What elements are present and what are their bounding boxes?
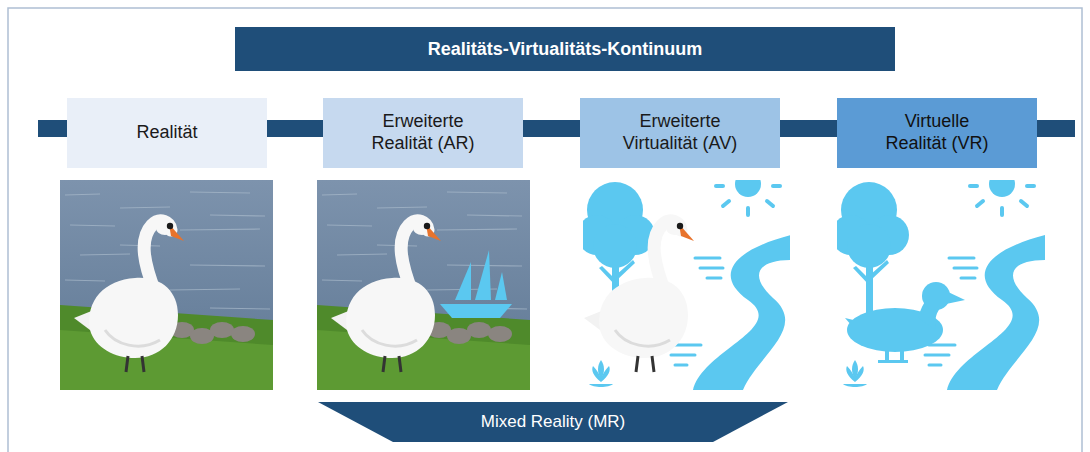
vr-scene	[837, 180, 1045, 390]
ar-photo	[317, 180, 530, 390]
stage-box: Realität	[67, 98, 267, 168]
virtual-sailboat	[440, 250, 512, 318]
stage-box: Virtuelle Realität (VR)	[837, 98, 1037, 168]
virtual-duck	[885, 348, 889, 362]
outer-frame	[8, 8, 1082, 452]
ar-photo	[317, 180, 530, 390]
av-scene	[583, 180, 790, 390]
diagram-title: Realitäts-Virtualitäts-Kontinuum	[428, 39, 703, 60]
stage-box: Erweiterte Realität (AR)	[323, 98, 523, 168]
stage-box: Erweiterte Virtualität (AV)	[580, 98, 780, 168]
av-scene	[583, 180, 790, 390]
title-bar: Realitäts-Virtualitäts-Kontinuum	[235, 27, 895, 71]
reality-photo	[60, 180, 273, 390]
virtual-sailboat	[455, 262, 471, 300]
vr-scene	[837, 180, 1045, 390]
virtual-sailboat	[440, 304, 512, 318]
virtual-sailboat	[495, 272, 507, 300]
mixed-reality-band: Mixed Reality (MR)	[318, 402, 788, 442]
node-label: Realität	[136, 122, 197, 144]
av-scene	[584, 221, 694, 372]
reality-photo	[60, 180, 273, 390]
virtual-duck	[878, 360, 908, 363]
node-label: Erweiterte Virtualität (AV)	[618, 111, 743, 154]
virtual-duck	[922, 282, 950, 310]
node-label: Erweiterte Realität (AR)	[361, 111, 486, 154]
virtual-duck	[900, 348, 904, 362]
node-label: Mixed Reality (MR)	[481, 412, 626, 432]
virtual-sailboat	[475, 250, 491, 300]
virtual-duck	[946, 291, 965, 304]
virtual-duck	[845, 282, 965, 363]
band-shape	[318, 402, 788, 442]
node-label: Virtuelle Realität (VR)	[875, 111, 1000, 154]
